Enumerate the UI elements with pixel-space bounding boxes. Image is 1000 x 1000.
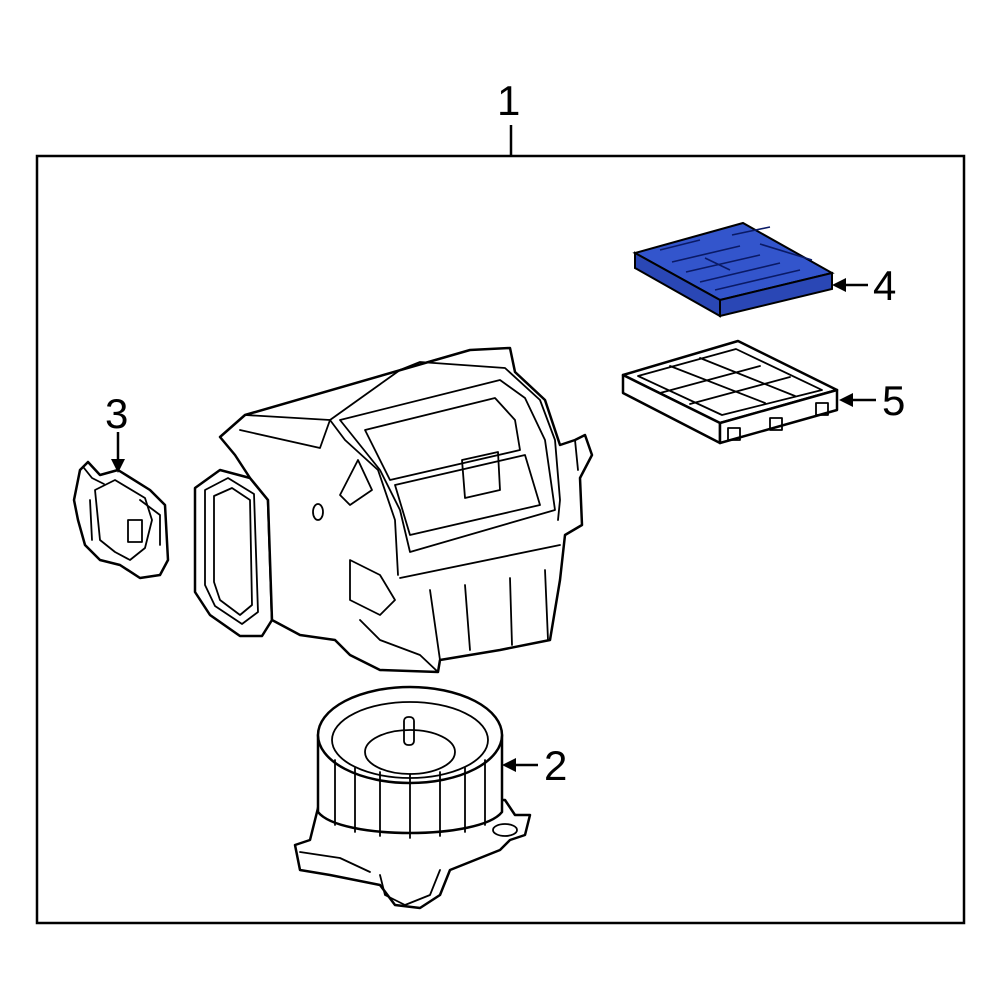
blend-door-actuator[interactable] bbox=[72, 460, 170, 580]
callout-2-label: 2 bbox=[544, 742, 568, 789]
callout-4-label: 4 bbox=[873, 262, 897, 309]
assembly-frame bbox=[35, 154, 966, 925]
cabin-air-filter[interactable] bbox=[632, 221, 835, 318]
blower-housing[interactable] bbox=[193, 346, 594, 674]
blower-motor[interactable] bbox=[293, 685, 532, 910]
callout-5-arrowhead bbox=[839, 393, 853, 407]
filter-case[interactable] bbox=[621, 339, 839, 445]
callout-3-label: 3 bbox=[105, 390, 129, 437]
callout-2-arrowhead bbox=[502, 758, 516, 772]
callout-3-arrowhead bbox=[111, 459, 125, 473]
callout-5-label: 5 bbox=[882, 377, 906, 424]
callout-4-arrowhead bbox=[832, 278, 846, 292]
callout-1-label: 1 bbox=[497, 77, 521, 124]
